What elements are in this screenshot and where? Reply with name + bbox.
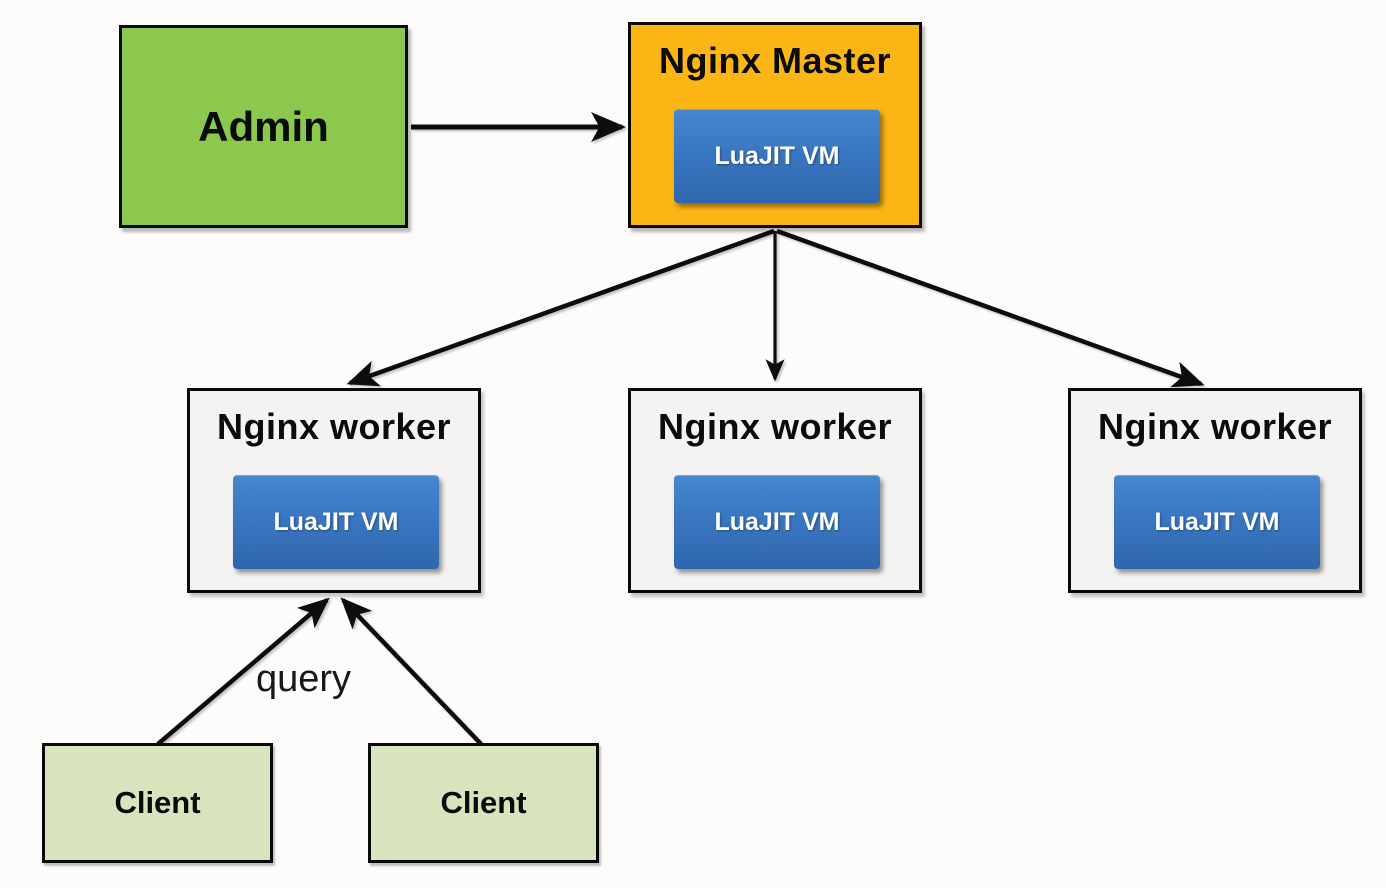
node-nginx-worker-3: Nginx worker LuaJIT VM xyxy=(1068,388,1362,593)
client-2-label: Client xyxy=(440,785,527,820)
node-admin: Admin xyxy=(119,25,408,228)
node-client-1: Client xyxy=(42,743,273,863)
admin-label: Admin xyxy=(198,102,329,150)
worker-3-luajit-vm-label: LuaJIT VM xyxy=(1154,508,1280,536)
query-label: query xyxy=(256,658,352,700)
worker-1-luajit-vm-box: LuaJIT VM xyxy=(233,475,439,569)
worker-2-luajit-vm-label: LuaJIT VM xyxy=(714,508,840,536)
nginx-worker-3-title: Nginx worker xyxy=(1097,406,1333,447)
nginx-worker-1-title: Nginx worker xyxy=(216,406,452,447)
node-nginx-worker-1: Nginx worker LuaJIT VM xyxy=(187,388,481,593)
worker-1-luajit-vm-label: LuaJIT VM xyxy=(273,508,399,536)
nginx-master-title: Nginx Master xyxy=(658,40,892,81)
client-1-label: Client xyxy=(114,785,201,820)
master-luajit-vm-label: LuaJIT VM xyxy=(714,142,840,170)
arrow-client-2-to-worker-1 xyxy=(340,597,483,746)
node-nginx-worker-2: Nginx worker LuaJIT VM xyxy=(628,388,922,593)
node-client-2: Client xyxy=(368,743,599,863)
nginx-worker-2-title: Nginx worker xyxy=(657,406,893,447)
master-luajit-vm-box: LuaJIT VM xyxy=(674,109,880,203)
node-nginx-master: Nginx Master LuaJIT VM xyxy=(628,22,922,228)
worker-3-luajit-vm-box: LuaJIT VM xyxy=(1114,475,1320,569)
arrow-master-to-worker-3 xyxy=(776,228,1205,388)
worker-2-luajit-vm-box: LuaJIT VM xyxy=(674,475,880,569)
arrow-master-to-worker-1 xyxy=(346,228,775,387)
